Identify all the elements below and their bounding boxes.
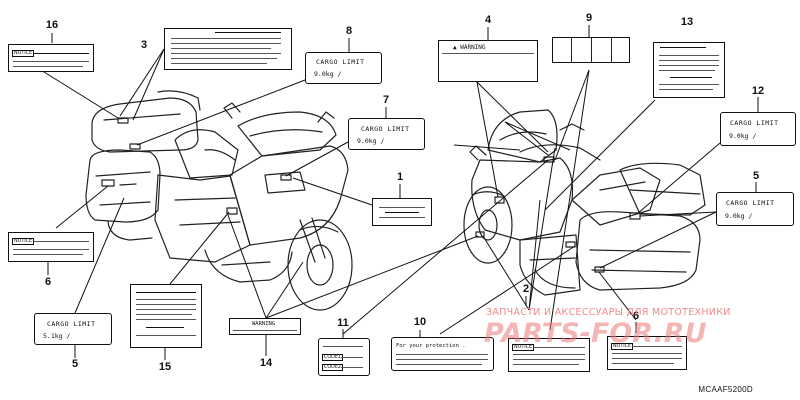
- callout-2: 2: [522, 283, 530, 295]
- label-9: [552, 37, 630, 63]
- diagram-code: MCAAF5200D: [698, 385, 753, 394]
- label-10-protection: For your protection .: [391, 337, 494, 371]
- label-6-right-notice: NOTICE: [607, 336, 687, 370]
- callout-10: 10: [413, 316, 427, 328]
- label-15: [130, 284, 202, 348]
- label-14-warning: WARNING: [229, 318, 301, 335]
- callout-5-right: 5: [752, 170, 760, 182]
- callout-11: 11: [337, 317, 349, 329]
- label-4-warning: ▲ WARNING: [438, 40, 538, 82]
- callout-4: 4: [484, 14, 492, 26]
- callout-16: 16: [45, 19, 59, 31]
- cargo-limit-title: CARGO LIMIT: [726, 199, 775, 207]
- code2-tag: CODE2: [322, 364, 343, 371]
- cargo-limit-title: CARGO LIMIT: [316, 58, 365, 66]
- right-motorcycle: [463, 109, 706, 296]
- label-3: [164, 28, 292, 70]
- callout-13: 13: [680, 16, 694, 28]
- label-2-notice: NOTICE: [508, 338, 590, 372]
- callout-8: 8: [345, 25, 353, 37]
- warning-word: WARNING: [252, 321, 276, 327]
- callout-1: 1: [396, 171, 404, 183]
- protection-text: For your protection .: [396, 343, 466, 349]
- cargo-limit-title: CARGO LIMIT: [47, 320, 96, 328]
- cargo-limit-title: CARGO LIMIT: [730, 119, 779, 127]
- warning-word: WARNING: [460, 44, 486, 51]
- left-motorcycle: [85, 90, 353, 311]
- callout-7: 7: [382, 94, 390, 106]
- callout-5-left: 5: [71, 358, 79, 370]
- callout-6-left: 6: [44, 276, 52, 288]
- cargo-limit-weight: 9.0kg /: [729, 132, 757, 140]
- cargo-limit-weight: 9.0kg /: [725, 212, 753, 220]
- cargo-limit-weight: 5.1kg /: [43, 332, 71, 340]
- callout-6-right: 6: [632, 310, 640, 322]
- label-5-left-cargo-limit: CARGO LIMIT 5.1kg /: [34, 313, 112, 345]
- label-12-cargo-limit: CARGO LIMIT 9.0kg /: [720, 112, 796, 146]
- cargo-limit-title: CARGO LIMIT: [361, 125, 410, 133]
- label-16-notice: NOTICE: [8, 44, 94, 72]
- watermark-logo: PARTS-FOR.RU: [484, 318, 707, 349]
- callout-12: 12: [751, 85, 765, 97]
- label-5-right-cargo-limit: CARGO LIMIT 9.0kg /: [716, 192, 794, 226]
- notice-tag: NOTICE: [12, 238, 35, 245]
- cargo-limit-weight: 9.0kg /: [314, 70, 342, 78]
- callout-15: 15: [158, 361, 172, 373]
- callout-9: 9: [585, 12, 593, 24]
- label-8-cargo-limit: CARGO LIMIT 9.0kg /: [305, 52, 382, 84]
- label-13: [653, 42, 725, 98]
- notice-tag: NOTICE: [12, 50, 35, 57]
- callout-14: 14: [259, 357, 273, 369]
- label-7-cargo-limit: CARGO LIMIT 9.0kg /: [348, 118, 425, 150]
- callout-3: 3: [140, 39, 148, 51]
- label-1: [372, 198, 432, 226]
- leader-lines: [35, 25, 759, 360]
- watermark-caption: ЗАПЧАСТИ И АКСЕССУАРЫ ДЛЯ МОТОТЕХНИКИ: [486, 307, 731, 318]
- label-11-code: CODE1 CODE2: [318, 338, 370, 376]
- label-6-left-notice: NOTICE: [8, 232, 94, 262]
- cargo-limit-weight: 9.0kg /: [357, 137, 385, 145]
- code1-tag: CODE1: [322, 354, 343, 361]
- warning-text: ▲ WARNING: [453, 44, 486, 51]
